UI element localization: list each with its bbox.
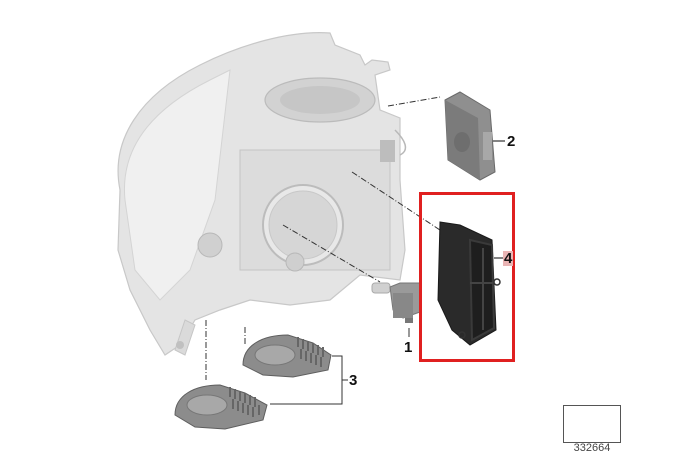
leader-lines (205, 96, 441, 380)
part-3-bracket (270, 355, 348, 405)
reference-icon-box (563, 405, 621, 443)
part-1-igniter[interactable] (371, 282, 421, 323)
part-2-control-unit[interactable] (444, 91, 496, 181)
callout-1[interactable]: 1 (404, 339, 413, 356)
callout-2[interactable]: 2 (507, 133, 516, 150)
part-4-cover[interactable] (437, 221, 501, 346)
callout-3[interactable]: 3 (349, 372, 358, 389)
headlight-housing (117, 32, 407, 356)
part-3-led-modules[interactable] (174, 334, 332, 430)
highlight-frame-part-4 (419, 192, 515, 362)
reference-number: 332664 (573, 442, 611, 454)
callout-4[interactable]: 4 (503, 250, 514, 267)
